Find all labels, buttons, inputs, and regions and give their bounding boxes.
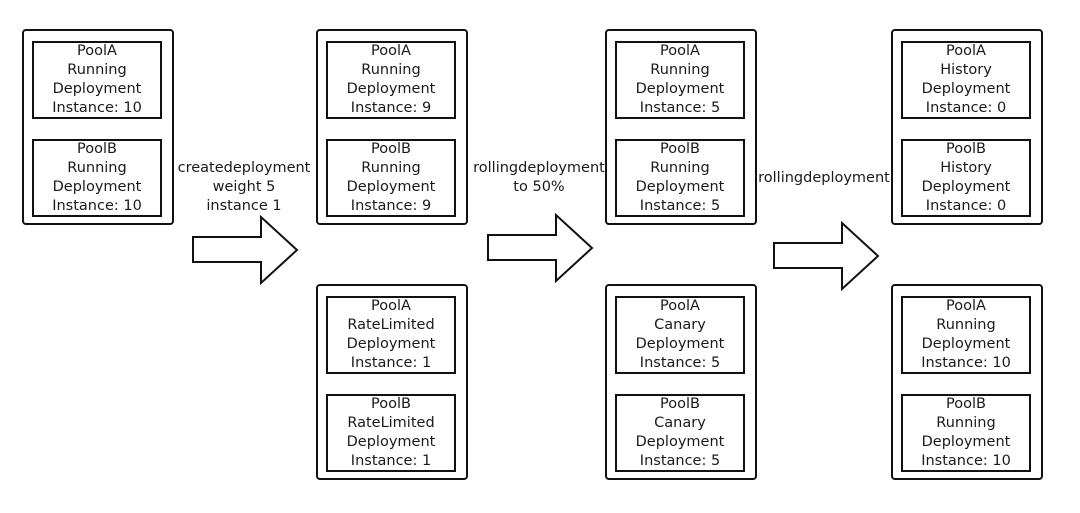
pool-type: Deployment: [346, 179, 436, 195]
pool-box: PoolA RateLimited Deployment Instance: 1: [326, 296, 456, 374]
pool-state: Canary: [654, 415, 706, 431]
pool-box: PoolB Canary Deployment Instance: 5: [615, 394, 745, 472]
pool-type: Deployment: [346, 336, 436, 352]
pool-type: Deployment: [635, 81, 725, 97]
pool-name: PoolB: [946, 396, 986, 412]
pool-state: Running: [936, 317, 996, 333]
pool-name: PoolB: [371, 141, 411, 157]
transition-line: weight 5: [212, 179, 276, 195]
pool-instance: Instance: 10: [921, 453, 1011, 469]
stage-4-group-2: PoolA Running Deployment Instance: 10 Po…: [891, 284, 1043, 480]
pool-box: PoolB Running Deployment Instance: 10: [32, 139, 162, 217]
pool-box: PoolA Running Deployment Instance: 5: [615, 41, 745, 119]
pool-state: Running: [361, 62, 421, 78]
pool-name: PoolB: [946, 141, 986, 157]
transition-line: rollingdeployment: [473, 160, 605, 176]
pool-box: PoolB Running Deployment Instance: 9: [326, 139, 456, 217]
transition-1-label: createdeployment weight 5 instance 1: [176, 159, 312, 216]
pool-instance: Instance: 1: [350, 355, 432, 371]
pool-instance: Instance: 10: [52, 100, 142, 116]
transition-1-arrow: [192, 214, 299, 286]
transition-2-arrow: [487, 212, 594, 284]
pool-name: PoolA: [946, 298, 986, 314]
pool-name: PoolB: [77, 141, 117, 157]
pool-instance: Instance: 5: [639, 198, 721, 214]
pool-box: PoolA Canary Deployment Instance: 5: [615, 296, 745, 374]
pool-box: PoolA Running Deployment Instance: 9: [326, 41, 456, 119]
pool-state: Running: [650, 160, 710, 176]
pool-state: Canary: [654, 317, 706, 333]
pool-state: Running: [361, 160, 421, 176]
pool-type: Deployment: [921, 336, 1011, 352]
pool-box: PoolA Running Deployment Instance: 10: [32, 41, 162, 119]
pool-box: PoolB Running Deployment Instance: 5: [615, 139, 745, 217]
pool-state: History: [940, 160, 992, 176]
pool-type: Deployment: [635, 179, 725, 195]
pool-box: PoolB History Deployment Instance: 0: [901, 139, 1031, 217]
pool-name: PoolB: [660, 141, 700, 157]
pool-instance: Instance: 1: [350, 453, 432, 469]
pool-instance: Instance: 0: [925, 100, 1007, 116]
pool-instance: Instance: 0: [925, 198, 1007, 214]
pool-state: Running: [650, 62, 710, 78]
pool-instance: Instance: 5: [639, 453, 721, 469]
pool-instance: Instance: 9: [350, 100, 432, 116]
pool-instance: Instance: 10: [921, 355, 1011, 371]
pool-instance: Instance: 9: [350, 198, 432, 214]
pool-box: PoolA History Deployment Instance: 0: [901, 41, 1031, 119]
transition-3-label: rollingdeployment: [757, 169, 891, 188]
pool-state: Running: [67, 62, 127, 78]
pool-type: Deployment: [346, 434, 436, 450]
pool-state: RateLimited: [347, 415, 435, 431]
pool-state: Running: [936, 415, 996, 431]
transition-2-label: rollingdeployment to 50%: [472, 159, 606, 197]
pool-box: PoolB Running Deployment Instance: 10: [901, 394, 1031, 472]
pool-name: PoolA: [371, 298, 411, 314]
stage-3-group-1: PoolA Running Deployment Instance: 5 Poo…: [605, 29, 757, 225]
transition-line: to 50%: [513, 179, 565, 195]
pool-instance: Instance: 10: [52, 198, 142, 214]
pool-name: PoolA: [946, 43, 986, 59]
pool-name: PoolB: [371, 396, 411, 412]
pool-name: PoolA: [371, 43, 411, 59]
pool-type: Deployment: [346, 81, 436, 97]
pool-instance: Instance: 5: [639, 100, 721, 116]
transition-line: rollingdeployment: [758, 170, 890, 186]
pool-type: Deployment: [921, 179, 1011, 195]
pool-type: Deployment: [921, 434, 1011, 450]
pool-box: PoolB RateLimited Deployment Instance: 1: [326, 394, 456, 472]
pool-name: PoolA: [660, 43, 700, 59]
pool-name: PoolA: [77, 43, 117, 59]
pool-type: Deployment: [52, 81, 142, 97]
pool-type: Deployment: [52, 179, 142, 195]
pool-type: Deployment: [635, 336, 725, 352]
pool-name: PoolA: [660, 298, 700, 314]
stage-2-group-2: PoolA RateLimited Deployment Instance: 1…: [316, 284, 468, 480]
pool-type: Deployment: [635, 434, 725, 450]
pool-box: PoolA Running Deployment Instance: 10: [901, 296, 1031, 374]
pool-state: Running: [67, 160, 127, 176]
pool-state: History: [940, 62, 992, 78]
pool-type: Deployment: [921, 81, 1011, 97]
stage-3-group-2: PoolA Canary Deployment Instance: 5 Pool…: [605, 284, 757, 480]
stage-4-group-1: PoolA History Deployment Instance: 0 Poo…: [891, 29, 1043, 225]
stage-2-group-1: PoolA Running Deployment Instance: 9 Poo…: [316, 29, 468, 225]
transition-line: createdeployment: [177, 160, 311, 176]
pool-state: RateLimited: [347, 317, 435, 333]
pool-name: PoolB: [660, 396, 700, 412]
transition-3-arrow: [773, 220, 880, 292]
pool-instance: Instance: 5: [639, 355, 721, 371]
stage-1-group-1: PoolA Running Deployment Instance: 10 Po…: [22, 29, 174, 225]
transition-line: instance 1: [206, 198, 282, 214]
